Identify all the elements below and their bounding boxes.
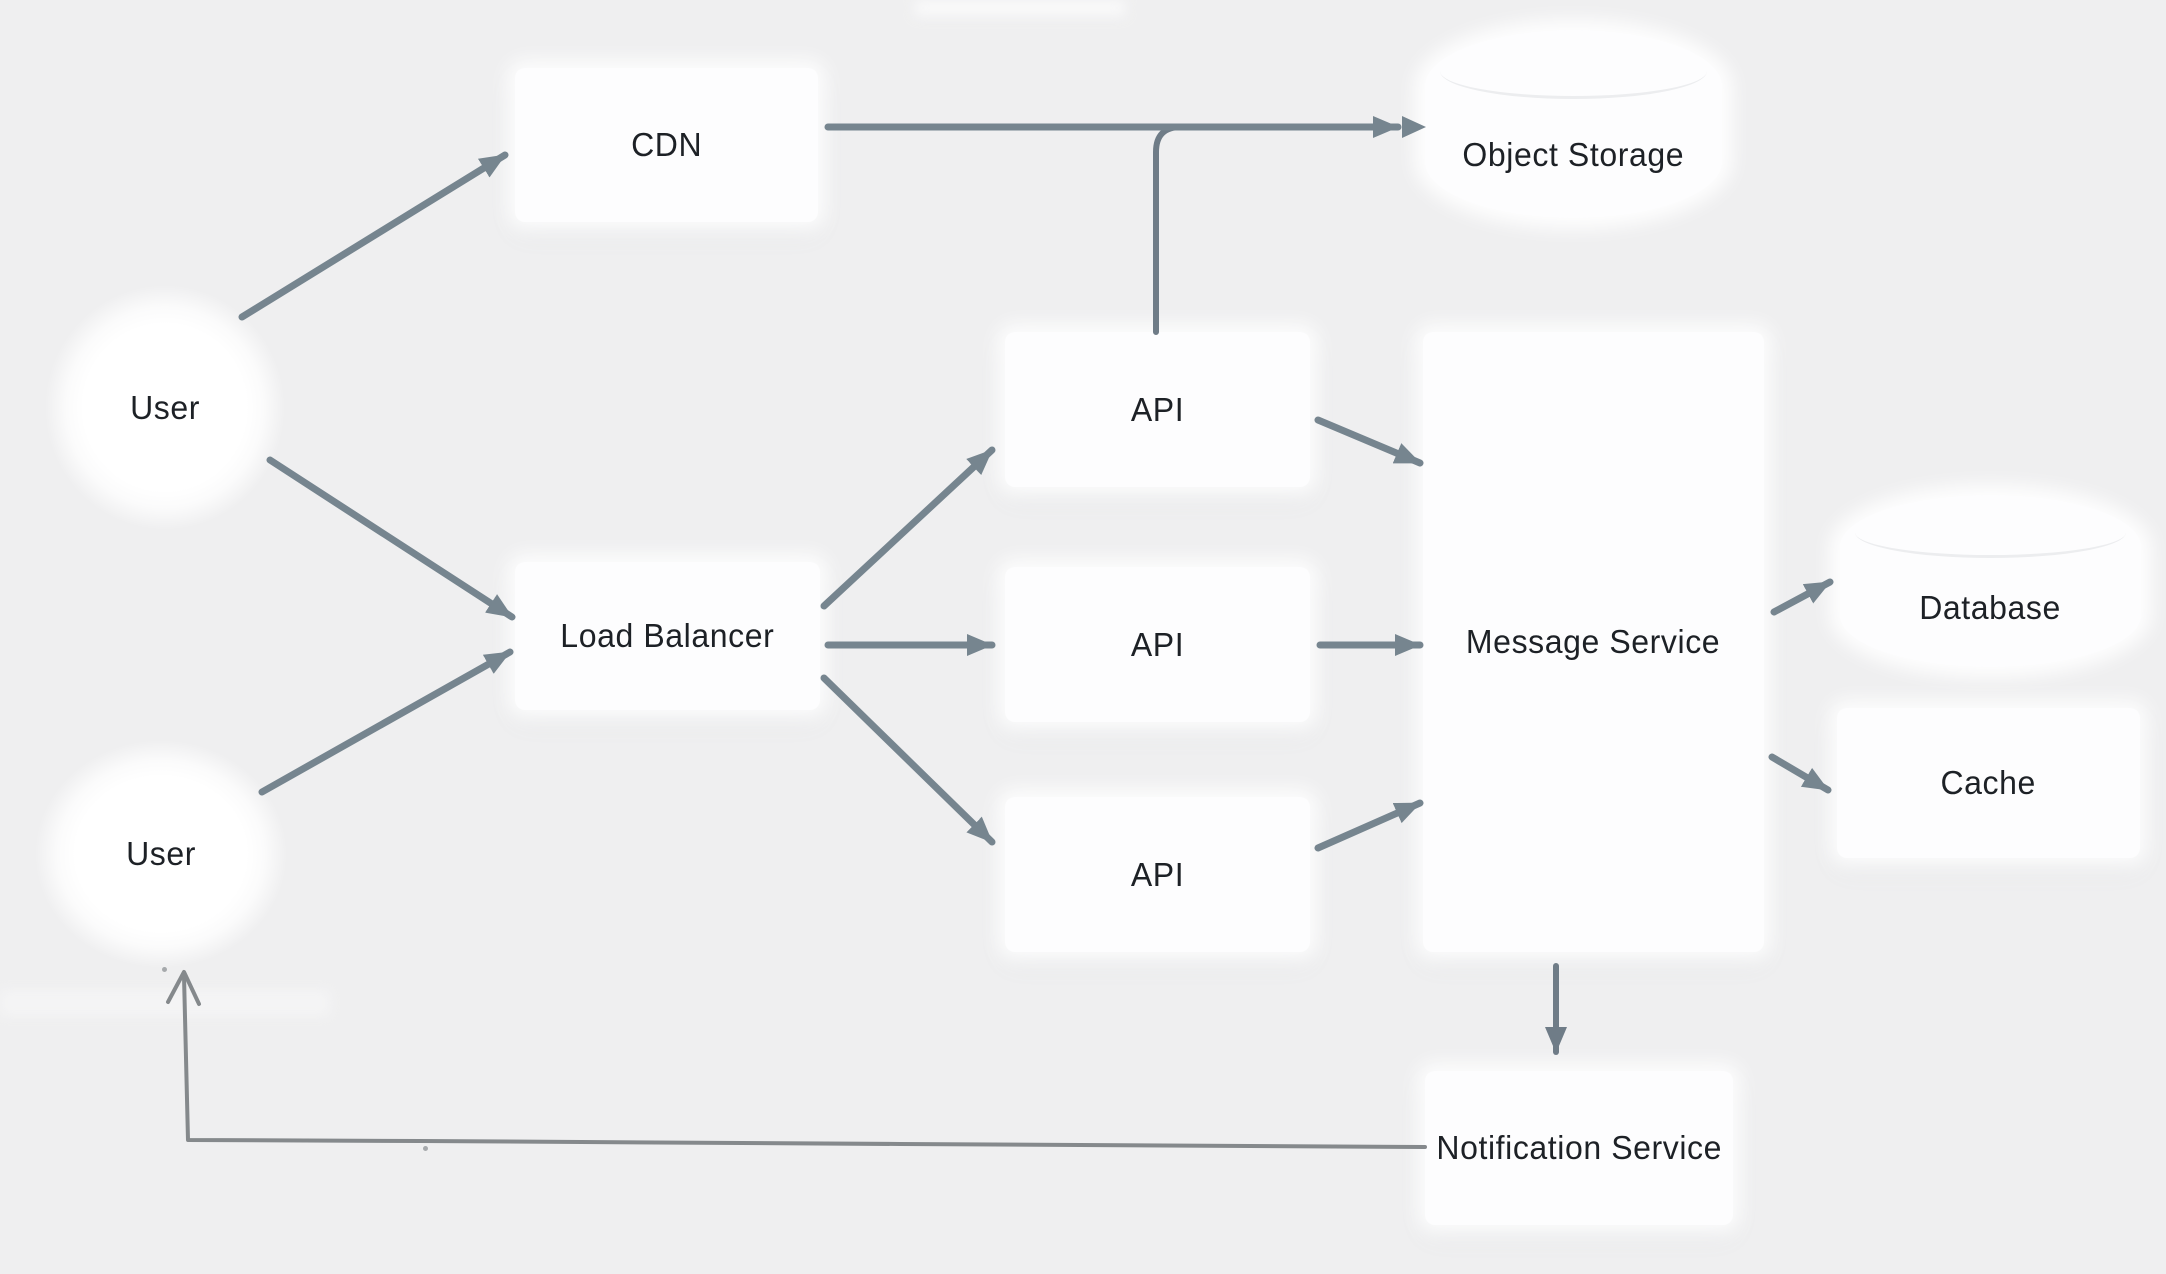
node-api-1: API xyxy=(1005,332,1310,487)
edge-api3-message-service-arrow xyxy=(1314,799,1424,852)
edge-api1-object-storage-arrow xyxy=(1153,124,1184,335)
edge-message-service-database-arrow xyxy=(1770,578,1834,616)
node-cdn-label: CDN xyxy=(630,126,703,163)
node-api-2: API xyxy=(1005,567,1310,722)
edge-message-service-cache-arrow xyxy=(1768,753,1832,794)
edge-user2-load-balancer-arrow xyxy=(258,648,514,796)
node-object-storage-label: Object Storage xyxy=(1462,136,1685,173)
background-artifact xyxy=(0,990,330,1016)
node-message-service-label: Message Service xyxy=(1466,623,1721,660)
node-load-balancer-label: Load Balancer xyxy=(560,617,775,654)
background-artifact xyxy=(915,0,1125,16)
node-cache: Cache xyxy=(1837,708,2140,858)
node-user-2: User xyxy=(35,740,287,968)
node-cdn: CDN xyxy=(515,68,818,222)
node-api-3-label: API xyxy=(1130,855,1185,893)
node-cache-label: Cache xyxy=(1940,764,2037,801)
edge-load-balancer-api3-arrow xyxy=(820,674,996,846)
edge-user1-load-balancer-arrow xyxy=(266,456,516,621)
node-user-1: User xyxy=(45,285,285,530)
node-load-balancer: Load Balancer xyxy=(515,562,820,710)
node-notification-service: Notification Service xyxy=(1425,1071,1733,1225)
node-api-2-label: API xyxy=(1130,625,1185,663)
dot-artifact xyxy=(162,967,167,972)
node-api-1-label: API xyxy=(1130,390,1185,428)
dot-artifact xyxy=(423,1146,428,1151)
node-user-1-label: User xyxy=(130,388,200,426)
node-user-2-label: User xyxy=(126,835,196,872)
edge-object-storage-second-arrowhead xyxy=(1402,116,1426,138)
node-notification-service-label: Notification Service xyxy=(1436,1129,1722,1166)
node-message-service: Message Service xyxy=(1423,332,1764,952)
edge-load-balancer-api1-arrow xyxy=(820,446,996,610)
edge-api1-message-service-arrow xyxy=(1314,416,1424,467)
node-database: Database xyxy=(1840,495,2141,667)
node-database-label: Database xyxy=(1919,589,2062,626)
node-api-3: API xyxy=(1005,797,1310,952)
edge-notification-user2-arrowhead xyxy=(166,970,201,1006)
node-object-storage: Object Storage xyxy=(1425,30,1722,218)
edge-notification-user2-line xyxy=(182,974,1427,1149)
edge-user1-cdn-arrow xyxy=(238,151,509,321)
